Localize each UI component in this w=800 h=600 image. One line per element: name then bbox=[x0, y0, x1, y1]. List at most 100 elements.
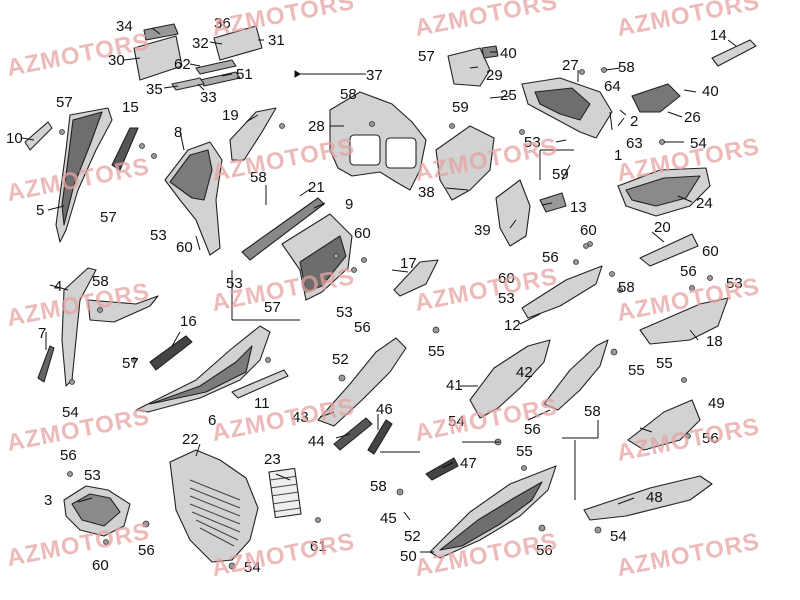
callout-48: 48 bbox=[646, 489, 663, 506]
part-29-holder bbox=[447, 47, 491, 87]
part-12-cover bbox=[521, 265, 603, 319]
callout-60-c: 60 bbox=[580, 222, 597, 239]
callout-60-d: 60 bbox=[498, 270, 515, 287]
part-16-grille bbox=[149, 335, 193, 371]
callout-42: 42 bbox=[516, 364, 533, 381]
part-46-grille bbox=[367, 419, 393, 455]
callout-52-upper: 52 bbox=[332, 351, 349, 368]
callout-34: 34 bbox=[116, 18, 133, 35]
callout-59-a: 59 bbox=[452, 99, 469, 116]
callout-60-b: 60 bbox=[354, 225, 371, 242]
callout-27: 27 bbox=[562, 57, 579, 74]
callout-58-g: 58 bbox=[370, 478, 387, 495]
part-6-dark-face bbox=[149, 345, 253, 405]
callout-31: 31 bbox=[268, 32, 285, 49]
part-14-trim-strip bbox=[711, 39, 757, 67]
part-33-plate bbox=[171, 77, 205, 91]
callout-56-h: 56 bbox=[536, 542, 553, 559]
callout-35: 35 bbox=[146, 81, 163, 98]
part-7-bar bbox=[37, 345, 55, 383]
callout-54-c: 54 bbox=[690, 135, 707, 152]
callout-55-d: 55 bbox=[516, 443, 533, 460]
callout-5: 5 bbox=[36, 202, 44, 219]
callout-3: 3 bbox=[44, 492, 52, 509]
callout-28: 28 bbox=[308, 118, 325, 135]
part-51-plate bbox=[199, 71, 241, 87]
callout-60-f: 60 bbox=[92, 557, 109, 574]
part-9-dark-face bbox=[299, 235, 347, 293]
part-41-floor-panel bbox=[469, 339, 551, 419]
callout-45: 45 bbox=[380, 510, 397, 527]
callout-49: 49 bbox=[708, 395, 725, 412]
callout-18: 18 bbox=[706, 333, 723, 350]
callout-36: 36 bbox=[214, 15, 231, 32]
part-50-dark-face bbox=[439, 481, 543, 551]
callout-8: 8 bbox=[174, 124, 182, 141]
part-23-grille-bars bbox=[269, 475, 301, 513]
callout-19: 19 bbox=[222, 107, 239, 124]
callout-52-lower: 52 bbox=[404, 528, 421, 545]
callout-58-d: 58 bbox=[92, 273, 109, 290]
part-19-cover-shape bbox=[229, 107, 277, 161]
callout-56-a: 56 bbox=[542, 249, 559, 266]
callout-29: 29 bbox=[486, 67, 503, 84]
callout-58-e: 58 bbox=[618, 279, 635, 296]
callout-62: 62 bbox=[174, 56, 191, 73]
part-28-window-right bbox=[385, 137, 417, 169]
callout-43: 43 bbox=[292, 409, 309, 426]
callout-55-c: 55 bbox=[656, 355, 673, 372]
part-24-dark-face bbox=[625, 175, 701, 207]
callout-53-c: 53 bbox=[336, 304, 353, 321]
callout-60-e: 60 bbox=[702, 243, 719, 260]
callout-53-g: 53 bbox=[84, 467, 101, 484]
callout-57-e: 57 bbox=[264, 299, 281, 316]
callout-7: 7 bbox=[38, 325, 46, 342]
part-17-cover bbox=[393, 259, 439, 297]
part-36-frame bbox=[213, 25, 263, 61]
part-11-trim bbox=[231, 369, 289, 399]
fastener-clusters bbox=[59, 67, 713, 570]
callout-54-b: 54 bbox=[448, 413, 465, 430]
callout-46: 46 bbox=[376, 401, 393, 418]
callout-23: 23 bbox=[264, 451, 281, 468]
leader-lines bbox=[21, 27, 737, 553]
callout-53-b: 53 bbox=[226, 275, 243, 292]
part-3-dark-face bbox=[71, 493, 121, 527]
callout-25: 25 bbox=[500, 87, 517, 104]
part-49-side-cover bbox=[627, 399, 701, 451]
part-8-dark-face bbox=[169, 149, 213, 201]
part-42-center-panel bbox=[543, 339, 609, 411]
callout-40-right: 40 bbox=[702, 83, 719, 100]
part-10-trim-shape bbox=[24, 121, 53, 151]
callout-53-a: 53 bbox=[150, 227, 167, 244]
part-34-lid bbox=[143, 23, 179, 41]
part-15-vent-shape bbox=[111, 127, 139, 171]
callout-17: 17 bbox=[400, 255, 417, 272]
callout-21: 21 bbox=[308, 179, 325, 196]
callout-39: 39 bbox=[474, 222, 491, 239]
callout-58-a: 58 bbox=[340, 86, 357, 103]
callout-56-d: 56 bbox=[524, 421, 541, 438]
callout-2: 2 bbox=[630, 113, 638, 130]
part-18-rear-side-cover bbox=[639, 297, 729, 345]
callout-58-f: 58 bbox=[584, 403, 601, 420]
callout-22: 22 bbox=[182, 431, 199, 448]
callout-37: 37 bbox=[366, 67, 383, 84]
callout-56-c: 56 bbox=[354, 319, 371, 336]
callout-12: 12 bbox=[504, 317, 521, 334]
callout-60-a: 60 bbox=[176, 239, 193, 256]
part-62-plate bbox=[195, 59, 237, 75]
callout-57-d: 57 bbox=[122, 355, 139, 372]
part-43-floor-side bbox=[317, 337, 407, 427]
callout-47: 47 bbox=[460, 455, 477, 472]
callout-4: 4 bbox=[54, 278, 62, 295]
part-4-side-rail bbox=[61, 267, 97, 387]
callout-54-a: 54 bbox=[62, 404, 79, 421]
callout-61: 61 bbox=[310, 538, 327, 555]
part-4-arm bbox=[87, 295, 159, 323]
callout-57-b: 57 bbox=[100, 209, 117, 226]
callout-63: 63 bbox=[626, 135, 643, 152]
part-22-radiator-grille bbox=[189, 479, 241, 547]
part-20-cover bbox=[639, 233, 699, 267]
